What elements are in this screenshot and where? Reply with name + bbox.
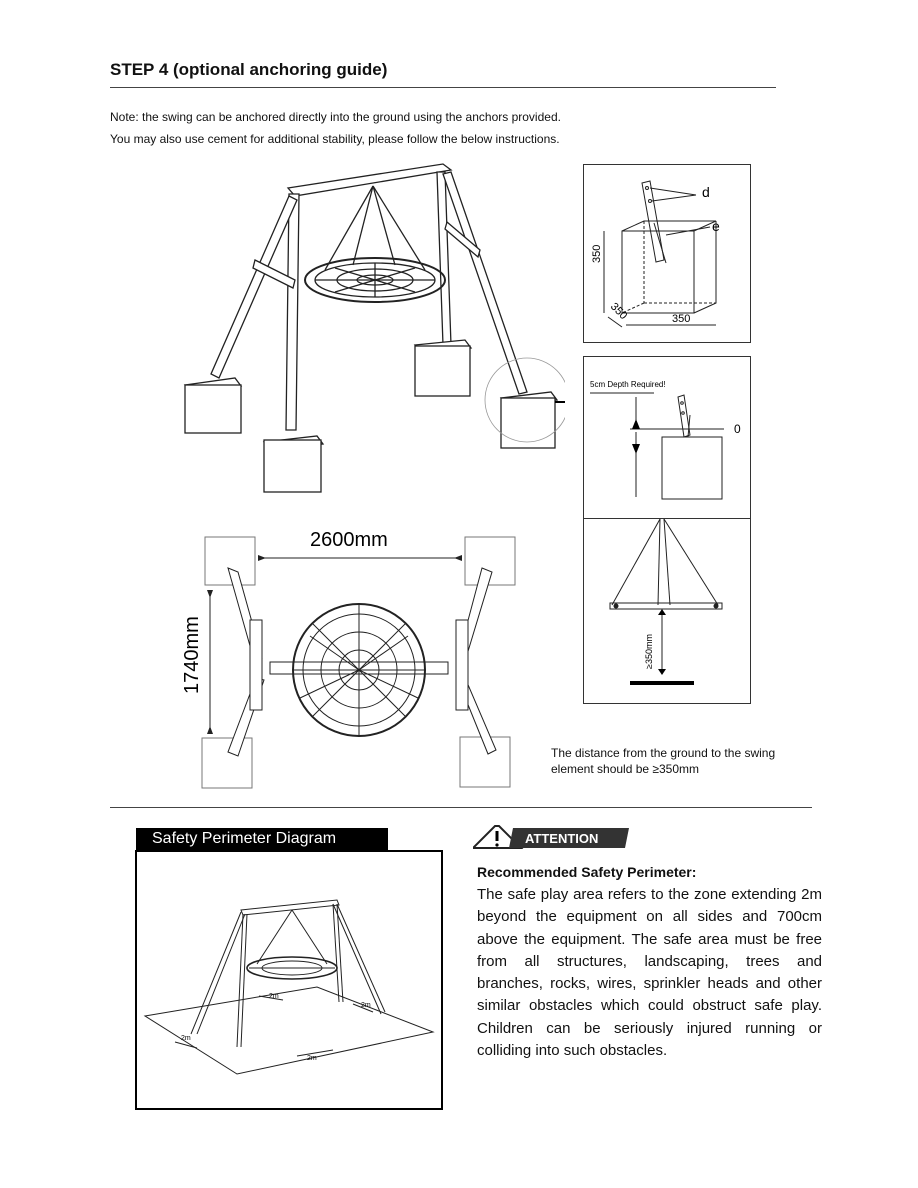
- attention-badge: ATTENTION: [473, 825, 629, 849]
- cube-height-dim: 350: [591, 245, 603, 263]
- cube-dimension-panel: d e 350 350 350: [583, 164, 751, 343]
- note-line-1: Note: the swing can be anchored directly…: [110, 110, 561, 124]
- attention-label: ATTENTION: [525, 831, 598, 846]
- depth-dimension: 1740mm: [181, 616, 203, 694]
- page-title: STEP 4 (optional anchoring guide): [110, 60, 388, 79]
- title-divider: [110, 87, 776, 88]
- depth-detail-panel: 5cm Depth Required! 0: [583, 356, 751, 520]
- note-line-2: You may also use cement for additional s…: [110, 132, 560, 146]
- width-dimension: 2600mm: [310, 529, 388, 551]
- clearance-caption: The distance from the ground to the swin…: [551, 746, 776, 776]
- top-view-diagram: 2600mm 1740mm: [181, 529, 516, 789]
- clearance-detail-panel: ≥350mm: [583, 518, 751, 704]
- dim-2m-front: 2m: [307, 1055, 317, 1062]
- dim-2m-back: 2m: [269, 993, 279, 1000]
- clearance-dim: ≥350mm: [644, 634, 654, 669]
- safety-diagram-box: 2m 2m 2m 2m: [135, 850, 443, 1110]
- section-divider: [110, 807, 812, 808]
- cube-width-dim: 350: [672, 313, 690, 325]
- depth-note: 5cm Depth Required!: [590, 380, 666, 389]
- zero-label: 0: [734, 422, 741, 436]
- dim-2m-left: 2m: [181, 1035, 191, 1042]
- label-d: d: [702, 184, 710, 200]
- label-e: e: [712, 218, 720, 234]
- safety-diagram-title: Safety Perimeter Diagram: [136, 828, 388, 850]
- safety-body: The safe play area refers to the zone ex…: [477, 886, 822, 1060]
- swing-anchored-illustration: [183, 163, 565, 493]
- safety-heading: Recommended Safety Perimeter:: [477, 864, 697, 880]
- dim-2m-right: 2m: [361, 1002, 371, 1009]
